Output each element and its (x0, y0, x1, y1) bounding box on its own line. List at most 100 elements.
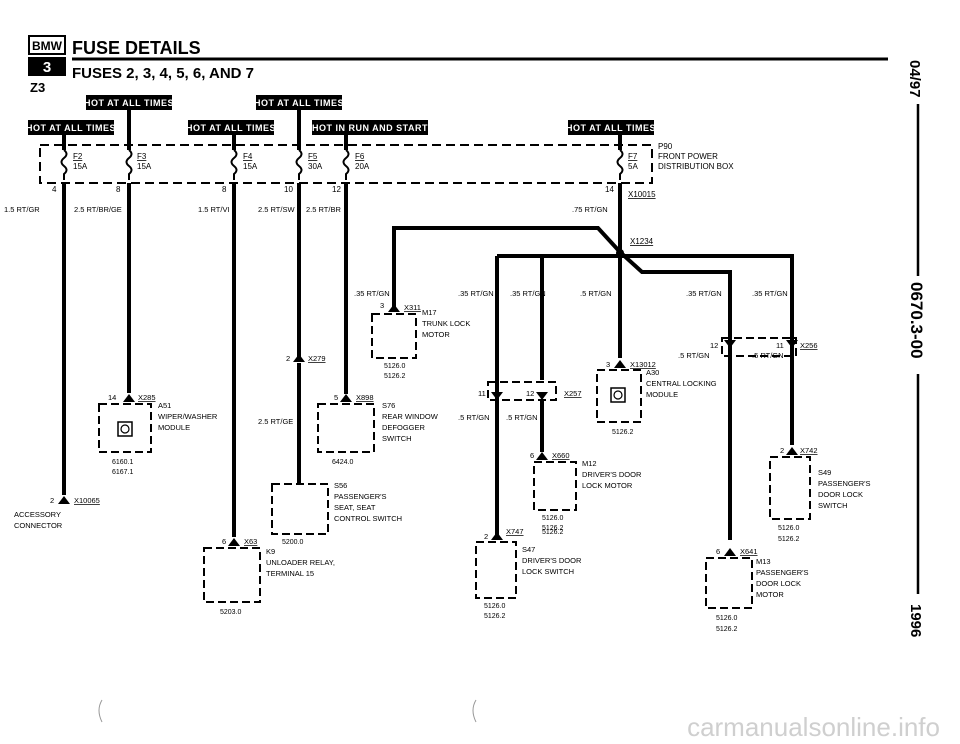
component-s76: 5 X898 S76 REAR WINDOW DEFOGGER SWITCH 6… (317, 393, 439, 466)
fuse-f3-id: F3 (137, 152, 147, 161)
s49-line2: DOOR LOCK (818, 490, 863, 499)
m13-line1: PASSENGER'S (756, 568, 809, 577)
m17-ref1: 5126.0 (384, 363, 406, 370)
pin-x256a: 12 (710, 341, 718, 350)
wire-label-w7: .35 RT/GN (354, 289, 390, 298)
connector-group-x256: 12 11 X256 (710, 337, 818, 357)
pin-x13012: 3 (606, 360, 610, 369)
a30-id: A30 (646, 368, 659, 377)
pin-x660: 6 (530, 451, 534, 460)
m17-ref2: 5126.2 (384, 373, 406, 380)
hot-label-e: HOT IN RUN AND START (312, 123, 428, 133)
s49-line1: PASSENGER'S (818, 479, 871, 488)
wire-label-w11: .35 RT/GN (686, 289, 722, 298)
wire-label-w6: .75 RT/GN (572, 205, 608, 214)
s47-line2: LOCK SWITCH (522, 567, 574, 576)
fuse-f7-icon (616, 149, 624, 180)
section-badge-text: 3 (43, 59, 51, 76)
m13-line2: DOOR LOCK (756, 579, 801, 588)
m13-ref1: 5126.0 (716, 615, 738, 622)
wire-label-w17: .5 RT/GN (506, 413, 538, 422)
section-code: 0670.3-00 (907, 282, 926, 359)
fuse-f2-icon (60, 149, 68, 180)
k9-ref1: 5203.0 (220, 609, 242, 616)
hot-label-d: HOT AT ALL TIMES (186, 123, 276, 133)
side-labels: 04/97 0670.3-00 1996 (906, 60, 926, 637)
k9-line2: TERMINAL 15 (266, 569, 314, 578)
s47-line1: DRIVER'S DOOR (522, 556, 582, 565)
pin-12: 12 (332, 185, 341, 194)
box-line1: FRONT POWER (658, 152, 718, 161)
wire-label-w10: .5 RT/GN (580, 289, 612, 298)
s49-ref1: 5126.0 (778, 525, 800, 532)
connector-x63: X63 (244, 537, 257, 546)
pin-14: 14 (605, 185, 614, 194)
connector-x10015: X10015 (628, 190, 656, 199)
connector-x747: X747 (506, 527, 524, 536)
s76-line3: SWITCH (382, 434, 412, 443)
component-m12: 6 X660 M12 DRIVER'S DOOR LOCK MOTOR 5126… (530, 451, 642, 532)
s49-line3: SWITCH (818, 501, 848, 510)
pin-4: 4 (52, 185, 57, 194)
m17-line2: MOTOR (422, 330, 450, 339)
connector-x1234: X1234 (630, 237, 654, 246)
wire-label-w5: 2.5 RT/BR (306, 205, 341, 214)
pin-x10065: 2 (50, 496, 54, 505)
splice-x1234 (616, 249, 624, 257)
m12-id: M12 (582, 459, 597, 468)
scan-mark (472, 699, 477, 723)
hot-label-c: HOT AT ALL TIMES (26, 123, 116, 133)
component-k9: 6 X63 K9 UNLOADER RELAY, TERMINAL 15 520… (203, 537, 335, 616)
accessory-connector: 2 X10065 ACCESSORY CONNECTOR (14, 496, 100, 530)
pin-x279: 2 (286, 354, 290, 363)
component-s49: 2 X742 S49 PASSENGER'S DOOR LOCK SWITCH … (769, 446, 871, 543)
pin-x747: 2 (484, 532, 488, 541)
wire-label-w15: 2.5 RT/GE (258, 417, 293, 426)
pin-10: 10 (284, 185, 293, 194)
wire-label-w1: 1.5 RT/GR (4, 205, 40, 214)
connector-x742: X742 (800, 446, 818, 455)
fuse-f3-icon (125, 149, 133, 180)
s56-line3: CONTROL SWITCH (334, 514, 402, 523)
connector-x641: X641 (740, 547, 758, 556)
m13-id: M13 (756, 557, 771, 566)
s56-id: S56 (334, 481, 347, 490)
a51-ref2: 6167.1 (112, 469, 134, 476)
s49-id: S49 (818, 468, 831, 477)
component-a30: 3 X13012 A30 CENTRAL LOCKING MODULE 5126… (596, 360, 717, 436)
wires (62, 183, 794, 540)
module-icon (117, 421, 133, 437)
k9-id: K9 (266, 547, 275, 556)
hot-label-a: HOT AT ALL TIMES (84, 98, 174, 108)
fuse-f6-icon (342, 149, 350, 180)
fuse-f6-amp: 20A (355, 162, 370, 171)
connector-x10065: X10065 (74, 496, 100, 505)
wire-label-w16: .5 RT/GN (458, 413, 490, 422)
module-icon (610, 387, 626, 403)
pin-x742: 2 (780, 446, 784, 455)
a30-ref1: 5126.2 (612, 429, 634, 436)
wire-label-w8: .35 RT/GN (458, 289, 494, 298)
wire-label-w4: 2.5 RT/SW (258, 205, 295, 214)
s76-line1: REAR WINDOW (382, 412, 439, 421)
hot-labels: HOT AT ALL TIMES HOT AT ALL TIMES HOT AT… (26, 95, 656, 135)
s76-ref1: 6424.0 (332, 459, 354, 466)
a51-id: A51 (158, 401, 171, 410)
connector-x257: X257 (564, 389, 582, 398)
connector-group-x279: 2 X279 (286, 354, 326, 363)
pin-x257b: 12 (526, 389, 534, 398)
pin-x641: 6 (716, 547, 720, 556)
component-s47: 2 X747 S47 DRIVER'S DOOR LOCK SWITCH 512… (475, 527, 582, 620)
s76-line2: DEFOGGER (382, 423, 426, 432)
s47-ref2: 5126.2 (484, 613, 506, 620)
fuse-f4-icon (230, 149, 238, 180)
m12-ref1: 5126.0 (542, 515, 564, 522)
m17-id: M17 (422, 308, 437, 317)
fuse-f2-id: F2 (73, 152, 83, 161)
connector-x285: X285 (138, 393, 156, 402)
connector-group-x257: 11 12 X257 (478, 381, 582, 401)
component-a51: 14 X285 A51 WIPER/WASHER MODULE 6160.1 6… (98, 393, 218, 476)
accessory-line1: ACCESSORY (14, 510, 61, 519)
component-s56: S56 PASSENGER'S SEAT, SEAT CONTROL SWITC… (271, 481, 402, 546)
accessory-line2: CONNECTOR (14, 521, 63, 530)
